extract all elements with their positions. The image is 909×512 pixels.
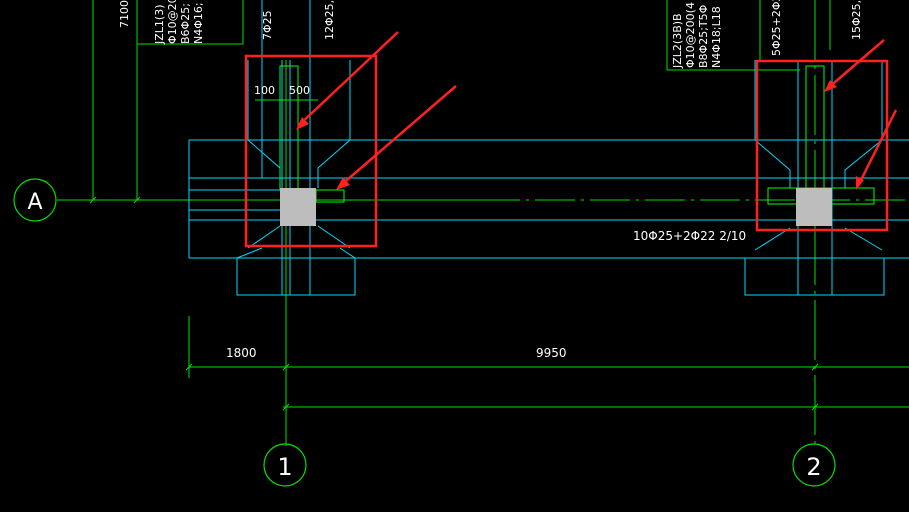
- arrow-right-1: [827, 39, 885, 89]
- beam1-text-3: B6Φ25;: [179, 3, 192, 44]
- bottom-rebar-text: 10Φ25+2Φ22 2/10: [633, 229, 746, 243]
- grid-label-A: A: [27, 190, 42, 215]
- grid-label-2: 2: [806, 453, 821, 481]
- rebar-boxes: [279, 65, 875, 205]
- column-right[interactable]: [796, 188, 832, 226]
- dim-text-100: 100: [254, 84, 275, 97]
- grid-bubble-A: A: [13, 178, 57, 222]
- beam1-text-1: JZL1(3): [153, 5, 166, 46]
- beam1-text-2: Φ10@20: [166, 0, 179, 44]
- beam2-rebar-b: 15Φ25,: [850, 0, 863, 40]
- highlight-box-left: [244, 54, 378, 248]
- highlight-box-right: [755, 59, 889, 232]
- column-left[interactable]: [280, 188, 316, 226]
- beam2-text-2: Φ10@200(4: [684, 2, 697, 68]
- arrow-left-1: [297, 31, 399, 127]
- dim-text-9950: 9950: [536, 346, 567, 360]
- beam1-rebar-b: 12Φ25,: [323, 0, 336, 40]
- beam2-text-4: N4Φ18;L18: [710, 6, 723, 68]
- grid-lines: [57, 0, 909, 446]
- dim-text-7100: 7100: [118, 0, 131, 28]
- highlights: [244, 31, 898, 248]
- beam1-rebar-a: 7Φ25: [261, 10, 274, 40]
- dim-text-1800: 1800: [226, 346, 257, 360]
- dim-text-500: 500: [289, 84, 310, 97]
- foundation-outline: [188, 0, 909, 296]
- arrowhead-right-1: [824, 80, 837, 92]
- arrow-left-2: [339, 85, 457, 187]
- arrow-right-2: [856, 109, 898, 187]
- grid-label-1: 1: [277, 453, 292, 481]
- beam1-text-4: N4Φ16;: [192, 2, 205, 44]
- arrowhead-right-2: [856, 176, 864, 190]
- arrow-heads: [296, 80, 864, 190]
- beam2-rebar-a: 5Φ25+2Φ2: [770, 0, 783, 56]
- beam2-text-1: JZL2(3B)B: [671, 13, 684, 69]
- arrowhead-left-2: [336, 177, 350, 190]
- beam2-text-3: B8Φ25;T5Φ: [697, 4, 710, 68]
- beam1-annotation: JZL1(3) Φ10@20 B6Φ25; N4Φ16; 7Φ25 12Φ25,: [153, 0, 336, 45]
- grid-bubble-2: 2: [792, 443, 836, 487]
- beam2-annotation: JZL2(3B)B Φ10@200(4 B8Φ25;T5Φ N4Φ18;L18 …: [671, 0, 863, 69]
- arrowhead-left-1: [296, 117, 309, 130]
- grid-bubble-1: 1: [263, 443, 307, 487]
